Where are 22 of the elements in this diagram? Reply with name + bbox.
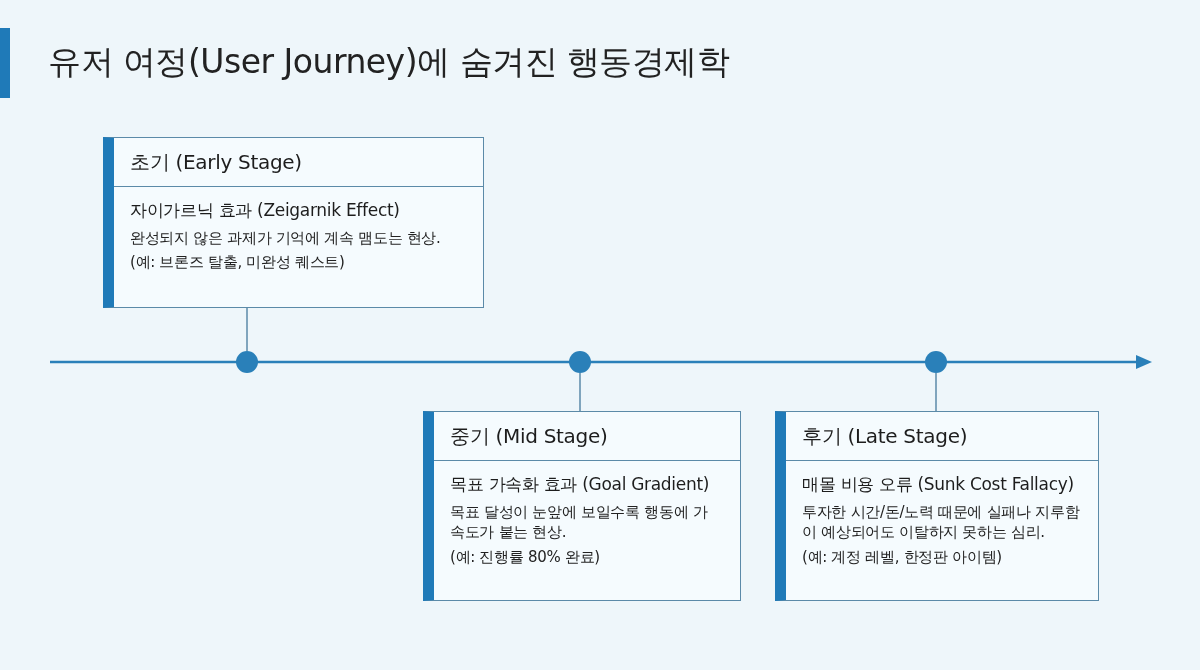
description: 완성되지 않은 과제가 기억에 계속 맴도는 현상. (130, 228, 442, 249)
timeline-dot (569, 351, 591, 373)
effect-name: 매몰 비용 오류 (Sunk Cost Fallacy) (802, 473, 1075, 496)
connector-line (579, 372, 581, 412)
stage-heading: 후기 (Late Stage) (786, 412, 1098, 461)
stage-heading: 중기 (Mid Stage) (434, 412, 740, 461)
stage-card (775, 411, 1099, 601)
connector-line (935, 372, 937, 412)
stage-card (423, 411, 741, 601)
description: 목표 달성이 눈앞에 보일수록 행동에 가속도가 붙는 현상. (450, 502, 709, 543)
connector-line (246, 307, 248, 352)
example-text: (예: 계정 레벨, 한정판 아이템) (802, 546, 1003, 567)
timeline-dot (925, 351, 947, 373)
description: 투자한 시간/돈/노력 때문에 실패나 지루함이 예상되어도 이탈하지 못하는 심리. (802, 502, 1081, 543)
stage-heading: 초기 (Early Stage) (114, 138, 483, 187)
title: 유저 여정(User Journey)에 숨겨진 행동경제학 (48, 41, 730, 83)
effect-name: 목표 가속화 효과 (Goal Gradient) (450, 473, 711, 496)
stage-card (103, 137, 484, 308)
timeline-dot (236, 351, 258, 373)
example-text: (예: 진행률 80% 완료) (450, 546, 601, 567)
effect-name: 자이가르닉 효과 (Zeigarnik Effect) (130, 199, 401, 222)
example-text: (예: 브론즈 탈출, 미완성 퀘스트) (130, 252, 346, 273)
